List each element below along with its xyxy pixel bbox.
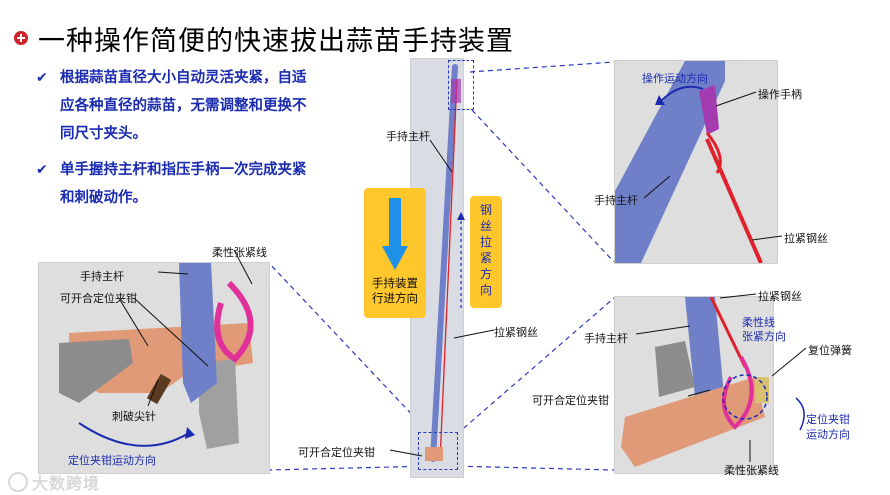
label-motion-bottom-left: 定位夹钳运动方向 [68, 454, 156, 467]
clamp-detail-image [38, 262, 270, 474]
bottom-left-leaders [119, 249, 253, 407]
bottom-right-leaders [635, 293, 807, 462]
wire-direction-char: 向 [479, 283, 492, 297]
label-clamp-bottom-right: 可开合定位夹钳 [532, 394, 609, 407]
wire-direction-text: 钢 丝 拉 紧 方 向 [470, 202, 502, 298]
device-drawing [425, 64, 461, 462]
travel-direction-line: 手持装置 [372, 276, 418, 290]
wire-direction-char: 紧 [479, 251, 492, 265]
label-main-rod-bottom-left: 手持主杆 [80, 270, 124, 283]
travel-direction-line: 行进方向 [372, 291, 418, 305]
leader-line [453, 329, 495, 339]
wire-direction-char: 拉 [479, 235, 492, 249]
label-spring: 复位弹簧 [808, 344, 852, 357]
label-clamp-bottom-left: 可开合定位夹钳 [60, 292, 137, 305]
feature-list: ✔ 根据蒜苗直径大小自动灵活夹紧，自适 应各种直径的蒜苗，无需调整和更换不 同尺… [36, 64, 356, 220]
label-handle: 操作手柄 [758, 88, 802, 101]
travel-direction-text: 手持装置 行进方向 [364, 276, 426, 306]
motion-direction-line: 运动方向 [806, 428, 850, 441]
label-clamp-center: 可开合定位夹钳 [298, 446, 375, 459]
feature-item: ✔ 单手握持主杆和指压手柄一次完成夹紧 和刺破动作。 [36, 156, 356, 212]
plus-circle-icon [14, 31, 28, 45]
leader-line [389, 449, 423, 457]
label-motion-top-right: 操作运动方向 [642, 72, 708, 85]
label-elastic-bottom-right: 柔性张紧线 [724, 464, 779, 477]
wire-direction-char: 丝 [479, 219, 492, 233]
label-main-rod-center: 手持主杆 [386, 130, 430, 143]
title-row: 一种操作简便的快速拔出蒜苗手持装置 [14, 18, 514, 58]
feature-line: 根据蒜苗直径大小自动灵活夹紧，自适 [60, 70, 307, 86]
wire-direction-char: 方 [479, 267, 492, 281]
spring-detail-image [614, 296, 774, 474]
wire-direction-char: 钢 [479, 203, 492, 217]
label-wire-bottom-right: 拉紧钢丝 [758, 290, 802, 303]
callout-box-top [448, 60, 474, 110]
label-main-rod-top-right: 手持主杆 [594, 194, 638, 207]
handle-drawing [615, 61, 763, 263]
feature-line: 同尺寸夹头。 [60, 126, 147, 142]
elastic-direction-line: 张紧方向 [742, 330, 786, 343]
clamp-drawing [59, 263, 254, 449]
callout-box-bottom [418, 432, 458, 470]
leader-line [429, 139, 453, 173]
wire-direction-box: 钢 丝 拉 紧 方 向 [470, 196, 502, 308]
label-wire-center: 拉紧钢丝 [494, 326, 538, 339]
check-icon: ✔ [36, 162, 48, 178]
down-arrow-icon [382, 198, 408, 270]
page-title: 一种操作简便的快速拔出蒜苗手持装置 [38, 25, 514, 57]
label-elastic-bottom-left: 柔性张紧线 [212, 246, 267, 259]
travel-direction-box: 手持装置 行进方向 [364, 188, 426, 318]
elastic-direction-line: 柔性线 [742, 316, 775, 329]
label-wire-top-right: 拉紧钢丝 [784, 232, 828, 245]
feature-item: ✔ 根据蒜苗直径大小自动灵活夹紧，自适 应各种直径的蒜苗，无需调整和更换不 同尺… [36, 64, 356, 148]
check-icon: ✔ [36, 70, 48, 86]
feature-line: 应各种直径的蒜苗，无需调整和更换不 [60, 98, 307, 114]
feature-text: 单手握持主杆和指压手柄一次完成夹紧 和刺破动作。 [60, 156, 307, 212]
watermark-logo-icon [8, 472, 28, 492]
label-motion-bottom-right: 定位夹钳 运动方向 [806, 412, 850, 442]
watermark-text: 大数跨境 [32, 474, 101, 493]
feature-line: 和刺破动作。 [60, 190, 147, 206]
label-pierce-needle: 刺破尖针 [112, 410, 156, 423]
feature-text: 根据蒜苗直径大小自动灵活夹紧，自适 应各种直径的蒜苗，无需调整和更换不 同尺寸夹… [60, 64, 307, 148]
label-elastic-direction: 柔性线 张紧方向 [742, 316, 786, 344]
label-main-rod-bottom-right: 手持主杆 [584, 332, 628, 345]
wire-up-arrow [457, 212, 465, 308]
feature-line: 单手握持主杆和指压手柄一次完成夹紧 [60, 162, 307, 178]
watermark: 大数跨境 [8, 470, 100, 494]
top-right-leaders [643, 91, 783, 241]
motion-direction-line: 定位夹钳 [806, 413, 850, 426]
